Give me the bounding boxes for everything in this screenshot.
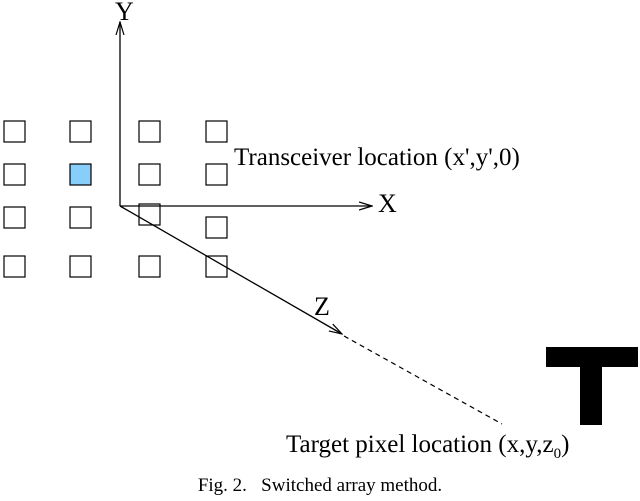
transceiver-element bbox=[205, 216, 228, 239]
transceiver-element bbox=[3, 163, 26, 186]
target-label-suffix: ) bbox=[561, 431, 569, 458]
transceiver-element bbox=[3, 206, 26, 229]
transceiver-element bbox=[205, 255, 228, 278]
x-axis-label: X bbox=[378, 189, 397, 218]
transceiver-element bbox=[138, 120, 161, 143]
transceiver-element bbox=[69, 206, 92, 229]
z-axis bbox=[119, 205, 342, 334]
transceiver-element bbox=[69, 120, 92, 143]
transceiver-location-label: Transceiver location (x',y',0) bbox=[234, 144, 520, 171]
transceiver-element bbox=[138, 203, 161, 226]
z-axis-label: Z bbox=[314, 292, 330, 321]
y-axis-label: Y bbox=[115, 0, 134, 26]
transceiver-array bbox=[3, 120, 228, 278]
transceiver-element bbox=[138, 255, 161, 278]
transceiver-element bbox=[205, 163, 228, 186]
figure-caption: Fig. 2. Switched array method. bbox=[198, 475, 442, 496]
transceiver-element bbox=[138, 163, 161, 186]
target-label-prefix: Target pixel location (x,y,z bbox=[286, 431, 554, 458]
transceiver-element bbox=[205, 120, 228, 143]
target-pixel-location-label: Target pixel location (x,y,z0) bbox=[286, 431, 569, 462]
transceiver-element bbox=[3, 255, 26, 278]
transceiver-element bbox=[3, 120, 26, 143]
active-transceiver-element bbox=[69, 163, 92, 186]
z-axis-extension bbox=[343, 335, 503, 425]
target-label-subscript: 0 bbox=[554, 446, 562, 462]
target-object: T bbox=[0, 0, 638, 425]
target-letter: T bbox=[0, 0, 1, 1]
transceiver-element bbox=[69, 255, 92, 278]
